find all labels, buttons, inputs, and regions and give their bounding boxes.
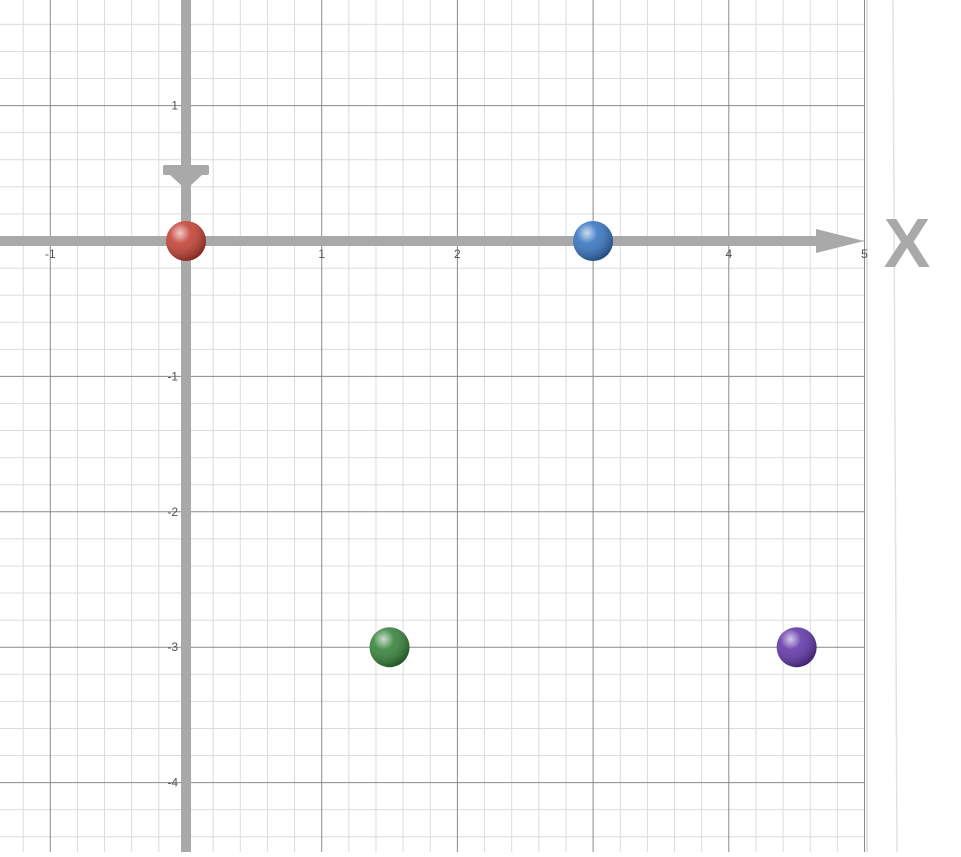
plot-edge-line-outer [892, 0, 898, 853]
x-axis-arrow [816, 229, 864, 253]
y-axis-cap-neck [170, 175, 202, 186]
axes [0, 0, 864, 852]
y-tick-label: -1 [167, 369, 178, 383]
x-tick-label: 2 [454, 247, 461, 261]
x-axis-label: X [884, 204, 931, 282]
data-point [573, 221, 614, 261]
data-point-shine [776, 627, 817, 668]
y-tick-label: 1 [171, 99, 178, 113]
data-points [166, 221, 817, 668]
data-point [369, 627, 410, 668]
x-tick-label: 5 [861, 247, 868, 261]
tick-labels: -1 1 2 4 5 1 -1 -2 -3 -4 [45, 99, 868, 790]
major-grid [0, 0, 865, 852]
x-tick-label: -1 [45, 247, 56, 261]
data-point [776, 627, 817, 668]
x-axis-line [0, 236, 820, 246]
y-tick-label: -3 [167, 640, 178, 654]
y-axis-cap [163, 165, 209, 175]
data-point-shine [369, 627, 410, 668]
x-tick-label: 4 [725, 247, 732, 261]
y-tick-label: -4 [167, 776, 178, 790]
y-tick-label: -2 [167, 505, 178, 519]
minor-grid [0, 0, 865, 852]
x-tick-label: 1 [318, 247, 325, 261]
data-point [166, 221, 206, 261]
y-axis-line [181, 0, 191, 852]
data-point-shine [573, 221, 614, 261]
plot-right-border [866, 0, 898, 853]
data-point-shine [166, 221, 206, 261]
